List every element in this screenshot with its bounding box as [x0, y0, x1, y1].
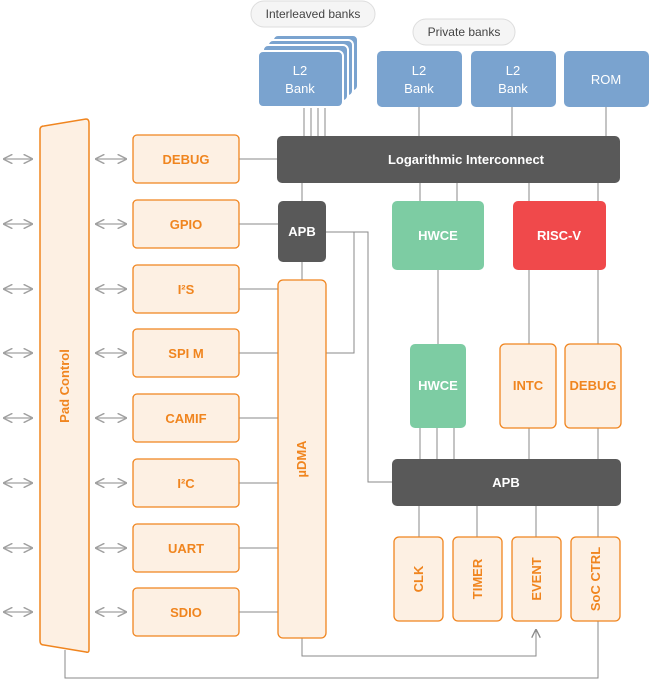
interconnect-label: Logarithmic Interconnect — [388, 152, 545, 167]
rom-label: ROM — [591, 72, 621, 87]
apb-bottom: APB — [392, 459, 621, 506]
udma: µDMA — [277, 279, 327, 639]
private-bank2-line1: L2 — [506, 63, 520, 78]
peripheral-sdio: SDIO — [132, 587, 240, 637]
debug-right: DEBUG — [564, 343, 622, 429]
soc-ctrl: SoC CTRL — [570, 536, 621, 622]
peripheral-spi-m-label: SPI M — [168, 346, 203, 361]
soc-clk-label: CLK — [411, 565, 426, 592]
private-banks-pill: Private banks — [412, 18, 516, 46]
peripheral-sdio-label: SDIO — [170, 605, 202, 620]
pad-control-label: Pad Control — [57, 349, 72, 423]
peripheral-i2c-label: I²C — [177, 476, 195, 491]
peripheral-uart-label: UART — [168, 541, 204, 556]
private-l2-bank-2: L2 Bank — [471, 51, 556, 107]
debug-right-label: DEBUG — [570, 378, 617, 393]
hwce-top-label: HWCE — [418, 228, 458, 243]
private-banks-label: Private banks — [428, 25, 501, 39]
pad-control: Pad Control — [39, 118, 90, 653]
peripheral-gpio-label: GPIO — [170, 217, 203, 232]
soc-timer: TIMER — [452, 536, 503, 622]
private-bank1-line2: Bank — [404, 81, 434, 96]
io-arrows — [4, 159, 126, 612]
hwce-top: HWCE — [392, 201, 484, 270]
peripheral-i2s: I²S — [132, 264, 240, 314]
interleaved-l2-bank-stack: L2 Bank — [257, 34, 359, 108]
apb-top-label: APB — [288, 224, 315, 239]
riscv-label: RISC-V — [537, 228, 581, 243]
peripheral-i2s-label: I²S — [178, 282, 195, 297]
logarithmic-interconnect: Logarithmic Interconnect — [277, 136, 620, 183]
private-bank1-line1: L2 — [412, 63, 426, 78]
peripheral-uart: UART — [132, 523, 240, 573]
peripheral-spi-m: SPI M — [132, 328, 240, 378]
soc-ctrl-label: SoC CTRL — [588, 547, 603, 611]
peripheral-debug: DEBUG — [132, 134, 240, 184]
soc-timer-label: TIMER — [470, 558, 485, 599]
hwce-bottom: HWCE — [410, 344, 466, 428]
peripheral-camif: CAMIF — [132, 393, 240, 443]
intc: INTC — [499, 343, 557, 429]
udma-label: µDMA — [294, 440, 309, 478]
private-l2-bank-1: L2 Bank — [377, 51, 462, 107]
soc-event: EVENT — [511, 536, 562, 622]
peripheral-gpio: GPIO — [132, 199, 240, 249]
apb-top: APB — [278, 201, 326, 262]
intc-label: INTC — [513, 378, 544, 393]
riscv-core: RISC-V — [513, 201, 606, 270]
soc-event-label: EVENT — [529, 557, 544, 600]
interleaved-banks-label: Interleaved banks — [266, 7, 361, 21]
hwce-bottom-label: HWCE — [418, 378, 458, 393]
peripheral-debug-label: DEBUG — [163, 152, 210, 167]
interleaved-banks-pill: Interleaved banks — [250, 0, 376, 28]
connection-wires — [64, 107, 607, 679]
private-bank2-line2: Bank — [498, 81, 528, 96]
interleaved-bank-line1: L2 — [293, 63, 307, 78]
rom-block: ROM — [564, 51, 649, 107]
peripheral-camif-label: CAMIF — [165, 411, 206, 426]
apb-bottom-label: APB — [492, 475, 519, 490]
peripheral-i2c: I²C — [132, 458, 240, 508]
soc-clk: CLK — [393, 536, 444, 622]
interleaved-bank-line2: Bank — [285, 81, 315, 96]
